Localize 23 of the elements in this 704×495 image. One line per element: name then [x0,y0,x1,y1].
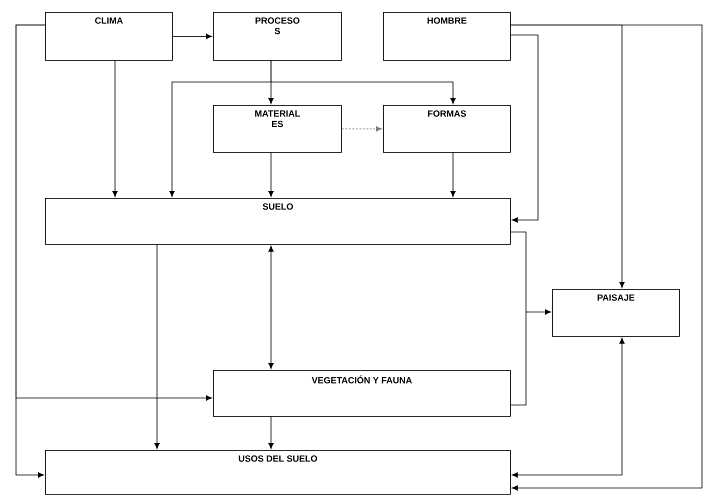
box: VEGETACIÓN Y FAUNA [213,370,511,417]
box: PROCESO S [213,12,342,61]
arrow [268,152,274,197]
box: SUELO [45,198,511,245]
box: FORMAS [383,105,511,153]
arrow [510,232,551,406]
arrow [268,416,274,449]
arrow [510,34,538,223]
arrow [510,24,702,491]
arrow [270,60,456,104]
arrow [112,60,118,197]
box: CLIMA [45,12,173,61]
arrow [154,244,160,449]
box: MATERIAL ES [213,105,342,153]
arrow [341,126,382,132]
box: HOMBRE [383,12,511,61]
arrow [172,34,212,40]
arrow [268,246,274,369]
box: USOS DEL SUELO [45,450,511,495]
arrow [450,152,456,197]
arrow [16,24,46,478]
arrow [512,338,625,478]
box: PAISAJE [552,289,680,337]
